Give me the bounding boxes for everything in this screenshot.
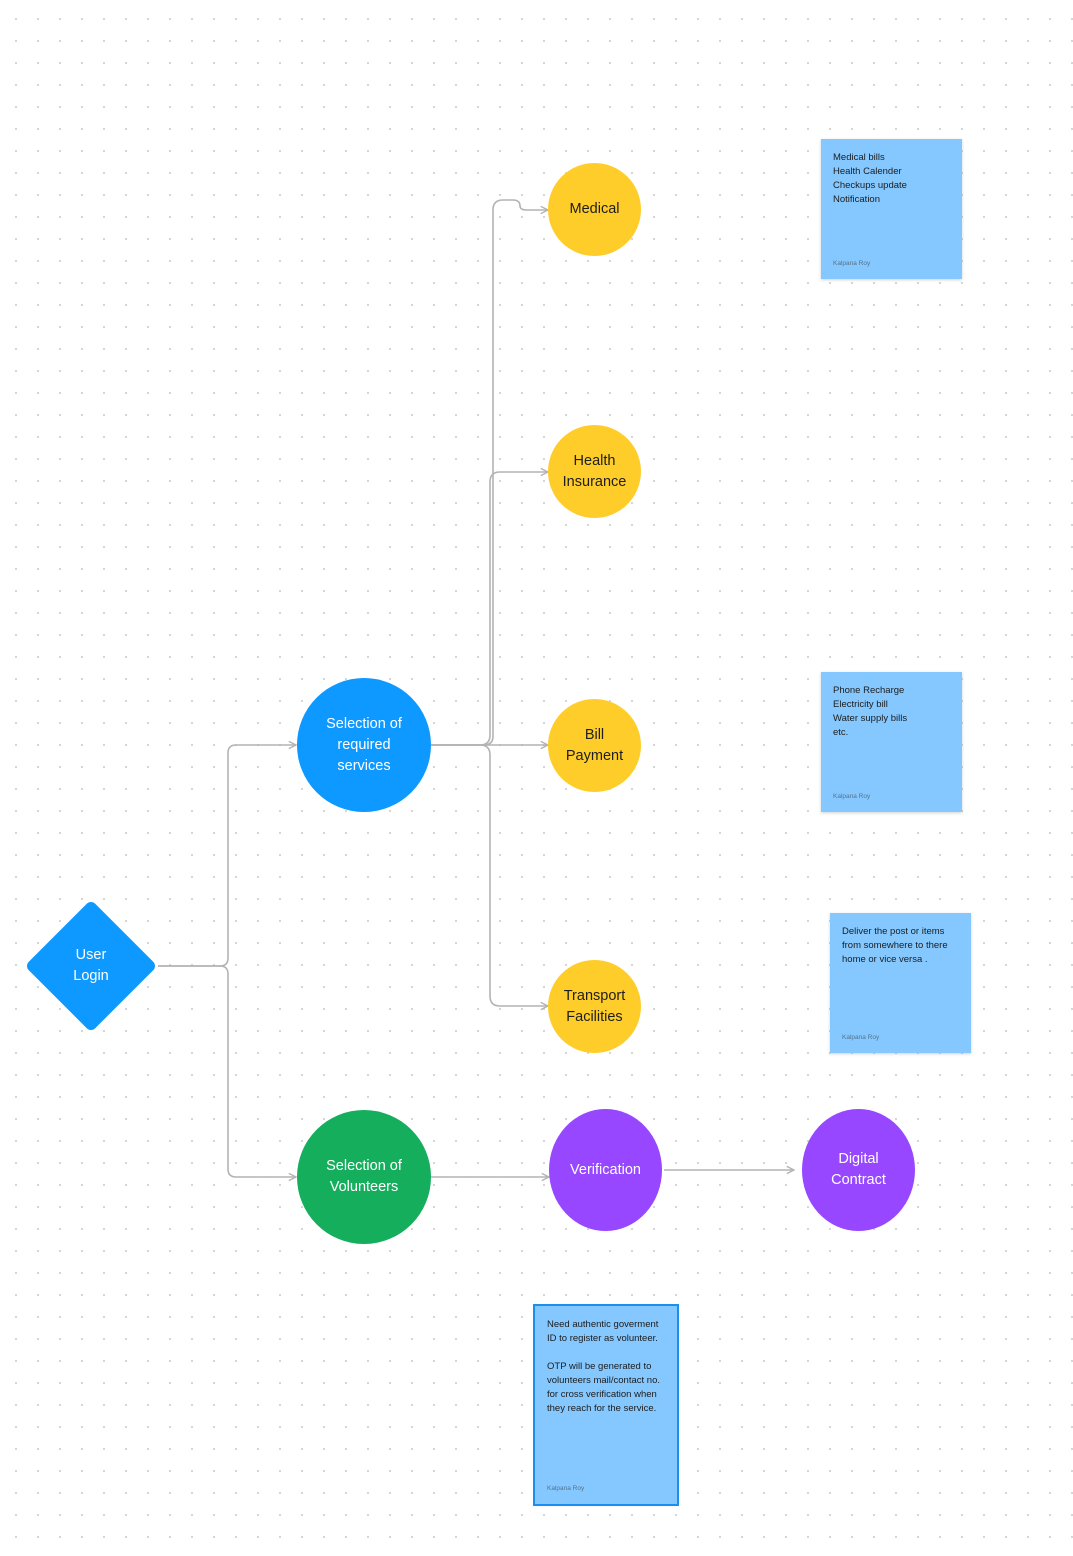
sticky-note-text: Medical bills Health Calender Checkups u… — [833, 152, 907, 205]
verification-node[interactable]: Verification — [549, 1109, 662, 1231]
sticky-note-author: Kalpana Roy — [833, 260, 871, 267]
bill-payment-node[interactable]: Bill Payment — [548, 699, 641, 792]
sticky-note-transport[interactable]: Deliver the post or items from somewhere… — [830, 913, 971, 1053]
bill-payment-label: Bill Payment — [565, 726, 624, 764]
sticky-note-volunteer[interactable]: Need authentic goverment ID to register … — [533, 1304, 679, 1506]
digital-contract-label: Digital Contract — [831, 1151, 886, 1188]
edge-services-to-transport[interactable] — [431, 744, 548, 1006]
sticky-note-author: Kalpana Roy — [833, 793, 871, 800]
sticky-note-medical[interactable]: Medical bills Health Calender Checkups u… — [821, 139, 962, 279]
medical-label: Medical — [569, 201, 620, 217]
transport-facilities-label: Transport Facilities — [563, 987, 626, 1025]
health-insurance-node[interactable]: Health Insurance — [548, 425, 641, 518]
sticky-note-author: Kalpana Roy — [547, 1485, 585, 1492]
verification-label: Verification — [570, 1161, 641, 1178]
medical-node[interactable]: Medical — [548, 163, 641, 256]
edge-login-to-services[interactable] — [158, 745, 296, 967]
digital-contract-node[interactable]: Digital Contract — [802, 1109, 915, 1231]
health-insurance-label: Health Insurance — [562, 452, 627, 490]
transport-facilities-node[interactable]: Transport Facilities — [548, 960, 641, 1053]
sticky-note-bill-payment[interactable]: Phone Recharge Electricity bill Water su… — [821, 672, 962, 812]
sticky-note-author: Kalpana Roy — [842, 1034, 880, 1041]
sticky-note-text: Deliver the post or items from somewhere… — [842, 926, 948, 965]
selection-services-node[interactable]: Selection of required services — [297, 678, 431, 812]
edge-services-to-health-insurance[interactable] — [431, 472, 548, 746]
user-login-label: User Login — [73, 947, 109, 984]
sticky-note-text: Need authentic goverment ID to register … — [547, 1319, 661, 1414]
sticky-note-text: Phone Recharge Electricity bill Water su… — [833, 685, 908, 738]
selection-volunteers-node[interactable]: Selection of Volunteers — [297, 1110, 431, 1244]
selection-services-label: Selection of required services — [326, 715, 402, 774]
edge-login-to-volunteers[interactable] — [158, 965, 296, 1177]
user-login-node[interactable]: User Login — [24, 899, 158, 1033]
edge-services-to-medical[interactable] — [431, 199, 548, 746]
selection-volunteers-label: Selection of Volunteers — [326, 1158, 402, 1195]
